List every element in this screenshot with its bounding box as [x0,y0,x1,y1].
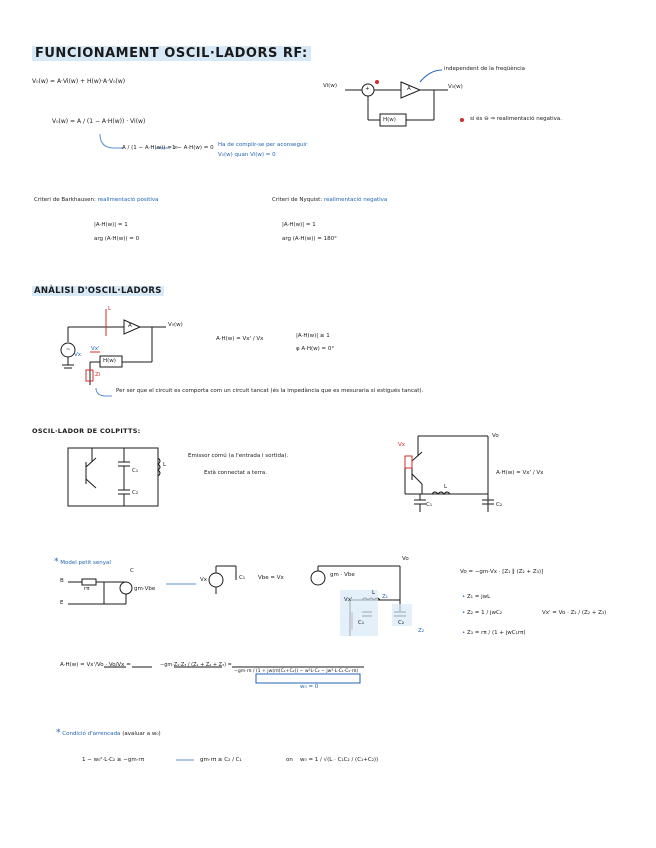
model-stage3-z1: Z₁ [382,594,388,600]
colpitts-right-c1: C₁ [426,502,433,508]
model-eq-z1: • Z₁ = jwL [462,594,491,600]
model-label-rpi: rπ [84,586,90,592]
colpitts-right-vx: Vx [398,442,406,448]
diagram-input-label: Vi(w) [323,83,337,89]
analysis-eq3: φ A·H(w) = 0° [296,346,335,352]
analysis-label-zi: Zi [95,372,101,378]
model-stage2-vbe: Vbe = Vx [258,575,284,581]
model-label-b: B [60,578,64,584]
diagram-block-h: H(w) [383,117,396,123]
analysis-eq2: |A·H(w)| ≥ 1 [296,333,330,339]
analysis-eq1: A·H(w) = Vx' / Vx [216,336,264,342]
barkhausen-eq1: |A·H(w)| = 1 [94,222,128,228]
arrencada-title: * Condició d'arrencada (avaluar a w₀) [56,728,161,738]
colpitts-right-eq: A·H(w) = Vx' / Vx [496,470,544,476]
equation-infinite-gain: A / (1 − A·H(w)) = ∞ [122,145,179,151]
model-eq-z3: • Z₃ = rπ / (1 + jwC₁rπ) [462,630,526,636]
colpitts-left-l: L [163,462,167,468]
model-eq-z2: • Z₂ = 1 / jwC₂ [462,610,502,616]
model-eq-vxp: Vx' = Vo · Z₂ / (Z₂ + Z₃) [542,610,607,616]
model-label-c: C [130,568,134,574]
nyquist-label: Criteri de Nyquist: realimentació negati… [272,197,388,203]
model-stage3-c1: C₁ [358,620,365,626]
small-signal-model [68,578,133,605]
arrencada-on: on [286,757,293,763]
barkhausen-label: Criteri de Barkhausen: realimentació pos… [34,197,159,203]
colpitts-right-l: L [444,484,448,490]
model-stage3-z2: Z₂ [418,628,424,634]
model-label-gm: gm·Vbe [134,586,156,592]
colpitts-right-c2: C₂ [496,502,503,508]
note-line-2: V₀(w) quan Vi(w) = 0 [218,152,276,158]
analysis-label-vx: Vx [74,352,82,358]
bullet-negative-feedback: si és ⊖ ⇒ realimentació negativa. [470,116,563,122]
highlight-box-c1 [340,590,378,636]
barkhausen-eq2: arg (A·H(w)) = 0 [94,236,140,242]
highlight-box-c2 [392,604,412,626]
nyquist-eq1: |A·H(w)| = 1 [282,222,316,228]
model-title: * Model petit senyal [54,557,111,567]
model-big-eq-left: A·H(w) = Vx'/Vo · Vo/Vx = [60,662,131,668]
analysis-circuit [60,309,166,385]
analysis-source: ~ [66,347,71,353]
annotation-independent: independent de la freqüència [444,66,526,72]
colpitts-left-c2: C₂ [132,490,139,496]
model-eq-vo: Vo = −gm·Vx · [Z₁ ∥ (Z₂ + Z₃)] [460,569,544,575]
model-big-eq-mid: −gm·Z₁·Z₃ / (Z₁ + Z₂ + Z₃) = [160,662,232,668]
section-title-funcionament: FUNCIONAMENT OSCIL·LADORS RF: [32,46,311,61]
section-title-analisi: ANÀLISI D'OSCIL·LADORS [32,286,164,296]
analysis-note: Per ser que el circuit es comporta com u… [116,388,424,394]
model-stage-two [208,565,237,594]
section-title-colpitts: OSCIL·LADOR DE COLPITTS: [32,427,141,435]
model-w0-zero: w₀ = 0 [300,684,319,690]
model-stage3-vxp: Vx' [344,597,353,603]
equation-v0-solved: V₀(w) = A / (1 − A·H(w)) · Vi(w) [52,118,146,125]
model-big-eq-right: −gm·rπ / (1 + jw(rπ(C₁+C₂)) − w²L·C₂ − j… [234,669,359,674]
analysis-output-label: V₀(w) [168,322,183,328]
diagram-block-a: A [407,86,411,92]
note-line-1: Ha de complir-se per aconseguir [218,142,308,148]
colpitts-right-vo: Vo [492,433,499,439]
colpitts-bullet-2: Està connectat a terra. [204,470,268,476]
model-label-e: E [60,600,64,606]
arrencada-eq2: gm·rπ ≥ C₂ / C₁ [200,757,242,763]
equation-zero-condition: 1 − A·H(w) = 0 [172,145,214,151]
model-stage3-vo: Vo [402,556,409,562]
arrencada-eq1: 1 − w₀²·L·C₂ ≥ −gm·rπ [82,757,145,763]
feedback-block-diagram [345,69,448,127]
colpitts-circuit-right [404,435,494,512]
analysis-label-vxp: Vx' [91,346,100,352]
colpitts-circuit-left [67,447,161,507]
sum-plus-sign: + [365,86,370,92]
model-stage3-c2: C₂ [398,620,405,626]
analysis-label-l: L [108,306,112,312]
nyquist-eq2: arg (A·H(w)) = 180° [282,236,337,242]
colpitts-bullet-1: Emissor comú (a l'entrada i sortida). [188,453,289,459]
analysis-block-h: H(w) [103,358,116,364]
model-stage2-c1: C₁ [239,575,246,581]
arrencada-eq3: w₀ = 1 / √(L · C₁C₂ / (C₁+C₂)) [300,757,379,763]
analysis-block-a: A [128,323,132,329]
model-stage3-l: L [372,590,376,596]
model-stage3-gmvbe: gm · Vbe [330,572,355,578]
equation-v0: V₀(w) = A·Vi(w) + H(w)·A·V₀(w) [32,78,126,85]
diagram-output-label: V₀(w) [448,84,463,90]
colpitts-left-c1: C₁ [132,468,139,474]
model-stage2-vx: Vx [200,577,208,583]
